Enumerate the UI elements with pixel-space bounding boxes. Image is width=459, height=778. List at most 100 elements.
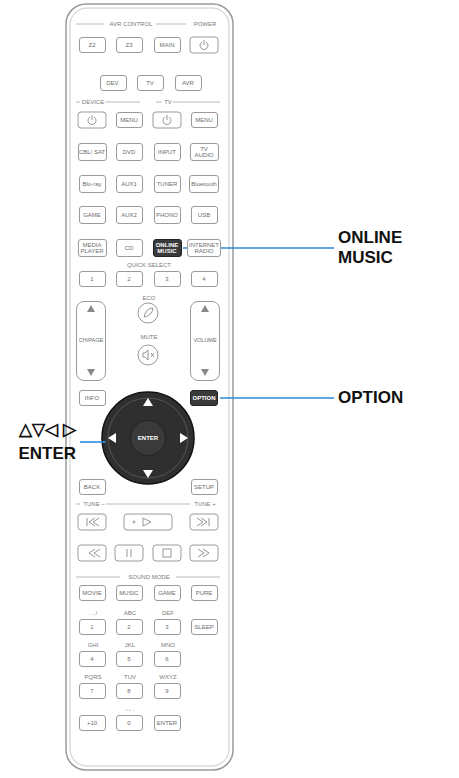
callout-label: ENTER bbox=[18, 444, 76, 464]
remote-button: CD bbox=[116, 239, 143, 257]
remote-button: 9 bbox=[154, 683, 181, 699]
icon-buttons bbox=[78, 37, 218, 561]
button-label: DVD bbox=[123, 149, 136, 155]
button-label: TUNER bbox=[157, 181, 178, 187]
button-label: 3 bbox=[165, 276, 168, 282]
button-label: VOLUME bbox=[193, 338, 216, 344]
button-label: INPUT bbox=[158, 149, 176, 155]
printed-label: . , / bbox=[88, 610, 98, 616]
button-label: 3 bbox=[165, 624, 168, 630]
callout-label: △▽◁ ▷ bbox=[19, 420, 76, 440]
printed-label: TV bbox=[163, 99, 173, 105]
button-label: 5 bbox=[127, 656, 130, 662]
remote-button: INFO bbox=[79, 390, 106, 406]
button-label: PURE bbox=[196, 590, 213, 596]
remote-button: MENU bbox=[116, 112, 143, 128]
remote-button: PURE bbox=[191, 585, 218, 601]
remote-button: 3 bbox=[154, 619, 181, 635]
remote-button: Z2 bbox=[79, 37, 106, 53]
remote-button: 4 bbox=[79, 651, 106, 667]
button-label: MAIN bbox=[160, 42, 175, 48]
button-label: +10 bbox=[87, 720, 97, 726]
direction-pad bbox=[102, 392, 194, 484]
remote-button: 5 bbox=[116, 651, 143, 667]
button-label: 2 bbox=[127, 624, 130, 630]
button-label: CD bbox=[125, 245, 134, 251]
button-label: MEDIA PLAYER bbox=[79, 242, 106, 255]
printed-label: QUICK SELECT bbox=[126, 262, 172, 268]
rocker-button: CH/PAGE bbox=[76, 301, 106, 381]
remote-button: INTERNET RADIO bbox=[187, 239, 221, 257]
printed-label: TUNE – bbox=[82, 501, 105, 507]
remote-button: 8 bbox=[116, 683, 143, 699]
printed-label: ABC bbox=[123, 610, 137, 616]
button-label: 9 bbox=[165, 688, 168, 694]
printed-label: TUV bbox=[123, 674, 137, 680]
button-label: 2 bbox=[127, 276, 130, 282]
remote-button: GAME bbox=[154, 585, 181, 601]
remote-button: 1 bbox=[79, 271, 106, 287]
remote-button: PHONO bbox=[154, 206, 181, 224]
button-label: MOVIE bbox=[82, 590, 101, 596]
remote-button: DVD bbox=[116, 143, 143, 161]
printed-label: GHI bbox=[87, 642, 100, 648]
button-label: Blu-ray bbox=[82, 181, 101, 187]
remote-button: INPUT bbox=[154, 143, 181, 161]
button-label: 8 bbox=[127, 688, 130, 694]
printed-label: WXYZ bbox=[158, 674, 177, 680]
callout-label: ONLINE MUSIC bbox=[338, 228, 438, 267]
remote-button: 4 bbox=[191, 271, 218, 287]
printed-label: POWER bbox=[193, 21, 218, 27]
remote-button: MAIN bbox=[154, 37, 181, 53]
remote-body bbox=[66, 4, 233, 770]
printed-label: PQRS bbox=[83, 674, 102, 680]
printed-label: ECO bbox=[141, 295, 156, 301]
remote-button: 3 bbox=[154, 271, 181, 287]
button-label: 0 bbox=[127, 720, 130, 726]
printed-label: DEVICE bbox=[81, 99, 105, 105]
button-label: Z3 bbox=[125, 42, 132, 48]
button-label: AUX1 bbox=[121, 181, 137, 187]
section-lines bbox=[76, 24, 220, 577]
remote-button: 2 bbox=[116, 271, 143, 287]
remote-button: 1 bbox=[79, 619, 106, 635]
button-label: CBL/ SAT bbox=[79, 149, 105, 155]
remote-button: Blu-ray bbox=[79, 175, 106, 193]
remote-button: TV bbox=[137, 75, 164, 91]
printed-label: MNO bbox=[160, 642, 176, 648]
remote-button: 7 bbox=[79, 683, 106, 699]
remote-button: USB bbox=[191, 206, 218, 224]
printed-label: DEF bbox=[161, 610, 175, 616]
remote-button: DEV. bbox=[100, 75, 127, 91]
remote-button: AUX1 bbox=[116, 175, 143, 193]
button-label: ENTER bbox=[138, 435, 158, 441]
remote-button: MUSIC bbox=[116, 585, 143, 601]
callout-label: OPTION bbox=[338, 388, 403, 408]
remote-button: OPTION bbox=[190, 390, 218, 406]
printed-label: AVR CONTROL bbox=[109, 21, 154, 27]
remote-button: TUNER bbox=[154, 175, 181, 193]
remote-button: SLEEP bbox=[191, 619, 218, 635]
remote-button: CBL/ SAT bbox=[78, 143, 107, 161]
remote-button: TV AUDIO bbox=[190, 143, 219, 161]
printed-label: ⌴ . bbox=[125, 706, 135, 713]
remote-button: +10 bbox=[79, 715, 106, 731]
remote-button: ONLINE MUSIC bbox=[153, 239, 182, 257]
remote-inner-edge bbox=[70, 8, 229, 766]
leader-lines bbox=[80, 248, 334, 442]
button-label: Z2 bbox=[88, 42, 95, 48]
button-label: MENU bbox=[120, 117, 138, 123]
button-label: INFO bbox=[85, 395, 99, 401]
remote-button: 2 bbox=[116, 619, 143, 635]
button-label: ONLINE MUSIC bbox=[154, 242, 181, 255]
button-label: MUSIC bbox=[119, 590, 138, 596]
printed-label: SOUND MODE bbox=[127, 574, 170, 580]
button-label: TV bbox=[146, 80, 154, 86]
button-label: MENU bbox=[195, 117, 213, 123]
button-label: DEV. bbox=[106, 80, 119, 86]
button-label: GAME bbox=[83, 212, 101, 218]
remote-button: Z3 bbox=[116, 37, 143, 53]
button-label: BACK bbox=[84, 484, 100, 490]
button-label: GAME bbox=[158, 590, 176, 596]
